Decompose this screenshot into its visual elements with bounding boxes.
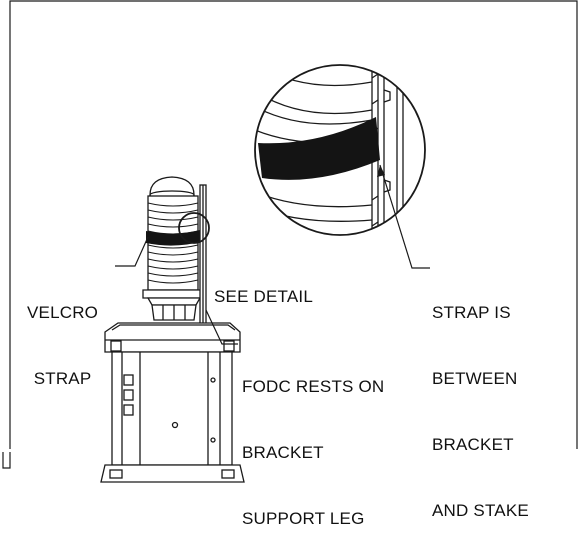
strap-between-line-4: AND STAKE bbox=[432, 501, 529, 520]
see-detail-circle bbox=[178, 212, 210, 244]
strap-between-line-3: BRACKET bbox=[432, 435, 514, 454]
fodc-rests-line-1: FODC RESTS ON bbox=[242, 377, 385, 396]
bracket-stake bbox=[199, 184, 207, 336]
velcro-label-line-2: STRAP bbox=[33, 369, 92, 388]
see-detail-text: SEE DETAIL bbox=[214, 287, 313, 306]
fodc-rests-label: FODC RESTS ON BRACKET SUPPORT LEG bbox=[242, 332, 384, 552]
installation-illustration bbox=[2, 0, 578, 483]
leader-lines bbox=[115, 164, 430, 345]
strap-between-line-2: BETWEEN bbox=[432, 369, 518, 388]
fodc-closure bbox=[142, 176, 206, 321]
see-detail-label: SEE DETAIL bbox=[214, 242, 313, 330]
page-frame bbox=[2, 0, 578, 469]
velcro-label-line-1: VELCRO bbox=[27, 303, 99, 322]
detail-strap-band bbox=[258, 117, 380, 180]
detail-view bbox=[254, 64, 426, 236]
fodc-rests-line-3: SUPPORT LEG bbox=[242, 509, 365, 528]
strap-between-label: STRAP IS BETWEEN BRACKET AND STAKE bbox=[432, 258, 529, 544]
velcro-strap-label: VELCRO STRAP bbox=[27, 258, 98, 412]
pedestal bbox=[100, 322, 245, 483]
strap-between-line-1: STRAP IS bbox=[432, 303, 511, 322]
leader-arrowhead bbox=[377, 165, 385, 177]
fodc-rests-line-2: BRACKET bbox=[242, 443, 324, 462]
